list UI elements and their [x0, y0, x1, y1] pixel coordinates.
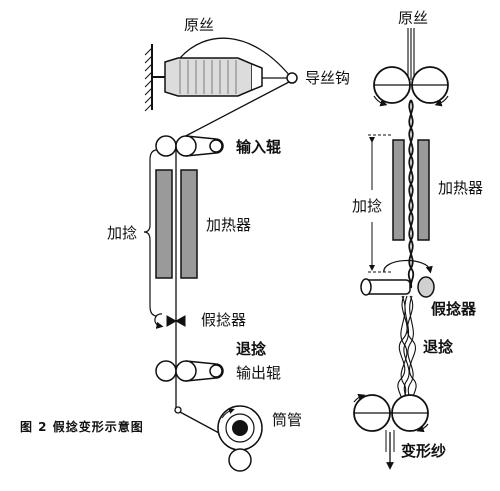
yarn-balloon [179, 37, 291, 77]
thread-guide [286, 72, 298, 84]
heater-plate-left [155, 169, 173, 279]
delivery-rollers [155, 360, 224, 382]
incoming-filaments [407, 28, 415, 80]
right-source-label: 原丝 [398, 9, 429, 27]
supply-package [164, 57, 263, 97]
right-panel [353, 28, 449, 470]
right-heater-plate-right [417, 139, 430, 241]
right-twist-label: 加捻 [352, 197, 383, 215]
left-source-label: 原丝 [184, 16, 215, 34]
left-twist-label: 加捻 [107, 224, 138, 242]
right-heater-label: 加热器 [438, 179, 484, 197]
take-up-package [217, 405, 263, 472]
bobbin-label: 筒管 [272, 411, 303, 429]
right-untwist-label: 退捻 [423, 338, 454, 356]
yarn-guide-to-feed [177, 81, 290, 141]
right-heater-plate-left [392, 139, 405, 241]
product-label: 变形纱 [401, 442, 447, 460]
right-false-twister [360, 259, 435, 298]
untwisted-filaments [397, 295, 417, 411]
false-twister-symbol [154, 313, 186, 329]
right-false-twister-label: 假捻器 [431, 300, 477, 318]
twisted-yarn [407, 99, 415, 289]
left-untwist-label: 退捻 [236, 340, 267, 358]
twist-zone-dimension [368, 134, 392, 273]
take-up-guide [174, 406, 182, 414]
right-feed-rollers [373, 66, 449, 107]
right-delivery-rollers [353, 393, 429, 433]
output-filaments [385, 430, 395, 452]
thread-guide-label: 导丝钩 [305, 69, 351, 87]
left-panel [143, 37, 298, 472]
left-heater-label: 加热器 [206, 216, 252, 234]
feed-rollers [155, 135, 224, 157]
delivery-roller-label: 输出辊 [236, 364, 282, 382]
left-false-twister-label: 假捻器 [201, 311, 247, 329]
figure-caption: 图 2 假捻变形示意图 [20, 420, 144, 434]
twist-zone-brace [143, 149, 158, 317]
heater-plate-right [180, 169, 198, 279]
creel-wall [144, 44, 165, 112]
feed-roller-label: 输入辊 [236, 138, 282, 156]
